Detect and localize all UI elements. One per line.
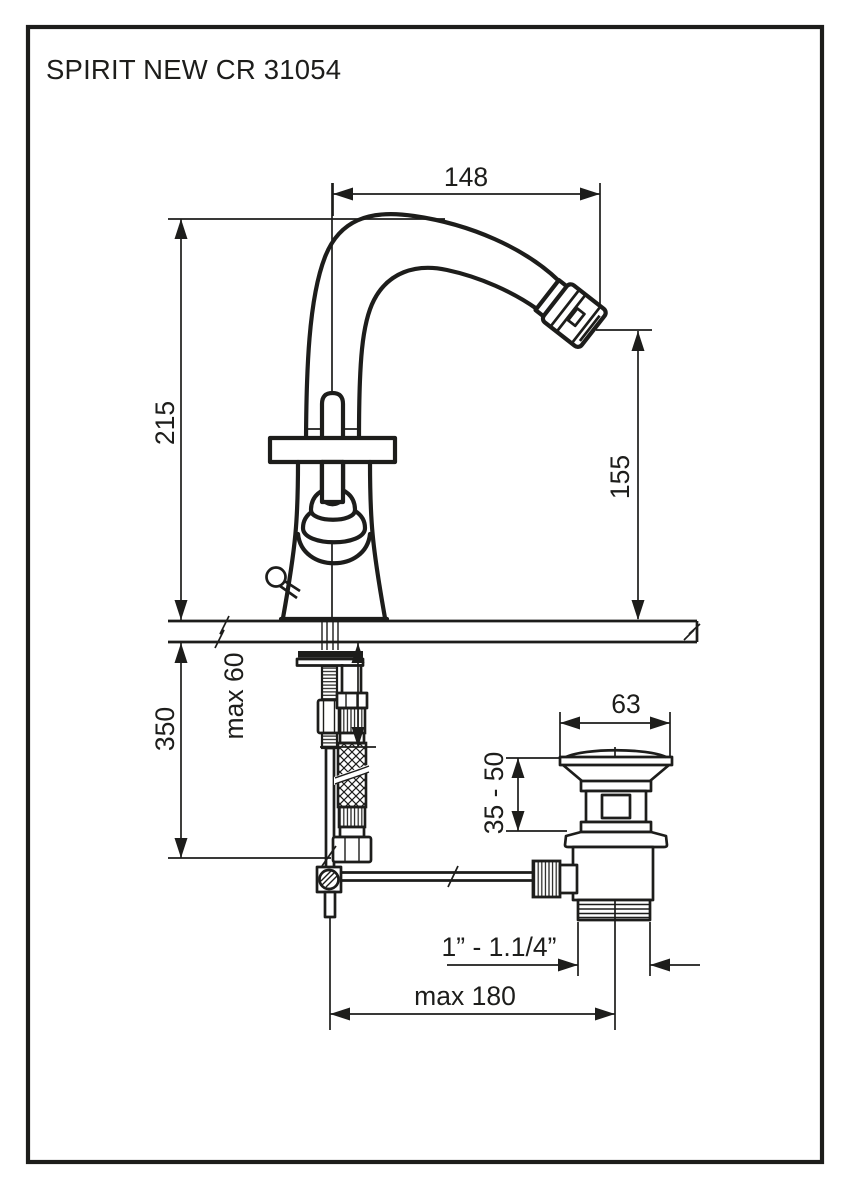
braid-break-lines: [334, 765, 370, 785]
hose-top-nut: [335, 691, 369, 710]
waste-lower-flange: [563, 830, 669, 849]
dim-label-35-50: 35 - 50: [479, 752, 509, 835]
horseshoe-washer: [298, 651, 363, 658]
cross-handle-bar: [267, 435, 398, 465]
dim-label-thread: 1” - 1.1/4”: [442, 932, 557, 962]
dimension-body-height: 215: [150, 218, 445, 620]
deck-lines: [168, 619, 699, 644]
dimension-thread-size: 1” - 1.1/4”: [442, 922, 700, 976]
tailpipe-threads: [579, 903, 649, 919]
body-right-edge: [367, 459, 388, 621]
deck-counter: [168, 615, 701, 650]
deck-break-right: [683, 623, 701, 641]
pop-up-linkage: [315, 865, 533, 1030]
dim-label-215: 215: [150, 401, 180, 445]
hose-nut-facets: [345, 693, 358, 708]
body-left-edge: [280, 459, 301, 621]
rod-lower-stub: [323, 890, 337, 919]
waste-taper: [562, 763, 670, 783]
spout-outer-curve: [303, 211, 562, 455]
pull-knob: [265, 566, 287, 588]
horizontal-rod: [341, 871, 533, 882]
stud-thread-lower: [320, 731, 339, 750]
screw-hatch: [320, 870, 338, 888]
waste-rod-collar: [558, 863, 579, 895]
spout-inner-curve: [356, 265, 540, 441]
pull-knob-stem: [279, 578, 301, 600]
waste-window: [600, 793, 632, 820]
cartridge-bulge: [295, 531, 373, 566]
deck-break-left: [214, 615, 230, 649]
spout-aerator-head: [533, 277, 608, 349]
stud-thread-upper: [320, 664, 339, 702]
waste-lower-body: [571, 845, 655, 902]
dimension-drain-distance: max 180: [330, 981, 615, 1021]
faucet-body: [265, 183, 608, 622]
dim-label-63: 63: [611, 689, 640, 719]
dim-label-155: 155: [605, 455, 635, 499]
dimension-waste-diameter: 63: [559, 689, 671, 757]
rod-break-mark: [447, 865, 459, 888]
hose-tube: [340, 664, 363, 693]
hose-rib-lower: [337, 805, 367, 829]
under-deck-assembly: [295, 651, 373, 894]
waste-body-top-band: [579, 779, 653, 793]
waste-flange-plate: [558, 755, 674, 767]
dim-label-350: 350: [150, 707, 180, 751]
waste-knurled-nut: [531, 859, 562, 899]
dimension-below-deck: 350: [150, 643, 337, 867]
waste-assembly: [531, 747, 674, 1030]
post-base-ellipse: [320, 498, 345, 507]
hose-band-lower: [338, 825, 366, 839]
dimension-waste-range: 35 - 50: [479, 752, 567, 835]
dim-label-max60: max 60: [219, 653, 249, 740]
handle-post-lower: [319, 459, 346, 505]
dim-label-max180: max 180: [414, 981, 516, 1011]
drawing-title: SPIRIT NEW CR 31054: [46, 54, 341, 85]
dimension-deck-thickness: max 60: [219, 643, 376, 748]
waste-body-bottom-band: [579, 820, 653, 834]
dimension-outlet-height: 155: [596, 329, 652, 620]
waste-flange-dome: [565, 748, 667, 759]
page-border: [25, 24, 825, 1165]
shank-through-deck: [321, 621, 339, 650]
end-nut-facets: [344, 837, 360, 862]
nut-facets: [322, 700, 336, 733]
clamp-screw: [318, 868, 340, 891]
dimension-spout-reach: 148: [332, 162, 601, 305]
dim-label-148: 148: [444, 162, 488, 192]
hose-end-nut: [331, 835, 373, 864]
